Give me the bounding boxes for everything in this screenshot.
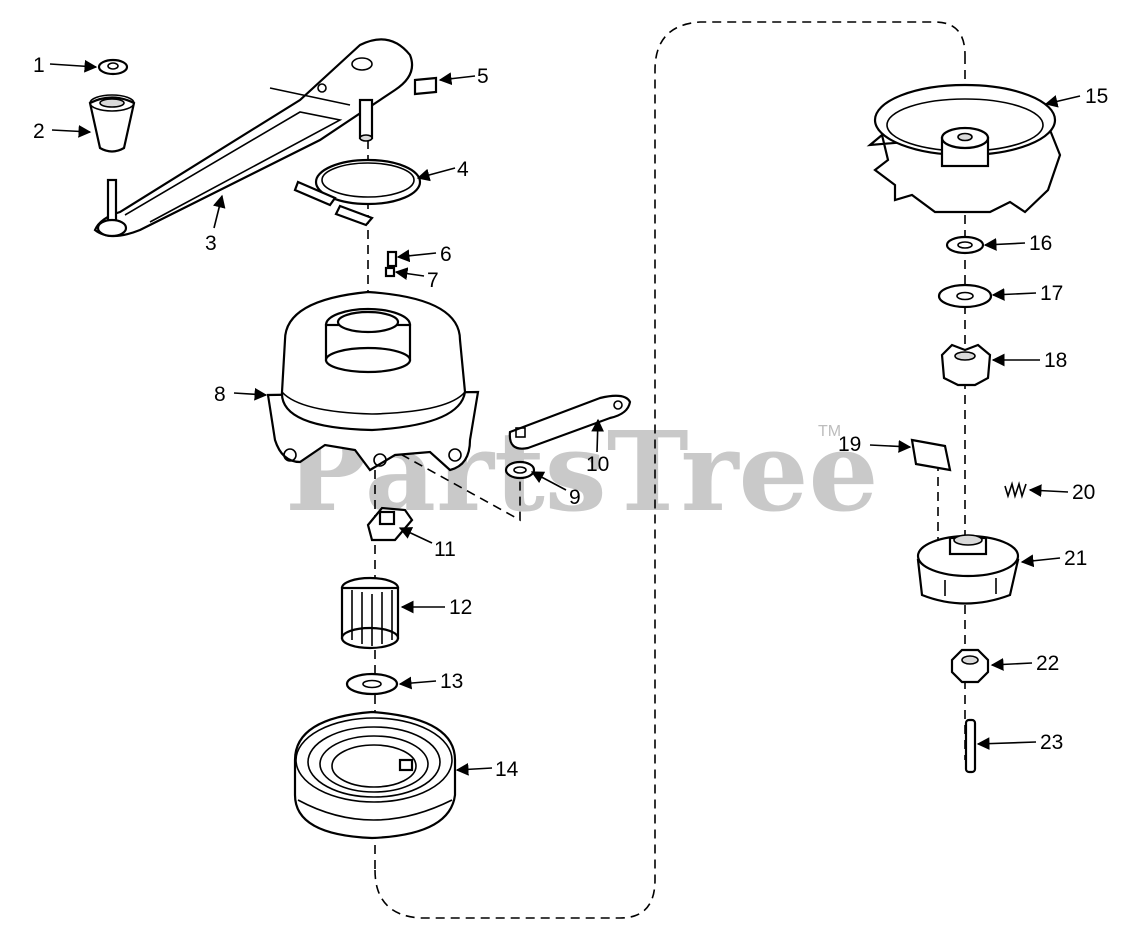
callout-5: 5 — [477, 65, 489, 88]
part-8-starter-housing — [266, 290, 480, 472]
part-22-hex-nut — [950, 648, 990, 684]
part-12-ratchet-sleeve — [340, 576, 400, 650]
part-14-recoil-spring — [293, 710, 457, 840]
callout-labels: 1 2 3 5 4 6 7 8 9 10 11 12 13 14 15 16 1… — [33, 54, 1108, 781]
part-2-knob — [88, 94, 136, 153]
callout-12: 12 — [449, 596, 472, 619]
callout-6: 6 — [440, 243, 452, 266]
part-3-lever-arm — [93, 38, 414, 238]
part-10-pawl-plate — [508, 394, 632, 450]
callout-1: 1 — [33, 54, 45, 77]
part-13-washer — [345, 672, 399, 696]
callout-14: 14 — [495, 758, 519, 781]
callout-2: 2 — [33, 120, 45, 143]
callout-4: 4 — [457, 158, 469, 181]
callout-16: 16 — [1029, 232, 1052, 255]
callout-22: 22 — [1036, 652, 1059, 675]
part-5-key — [413, 76, 438, 96]
part-1-nut — [97, 58, 129, 76]
callout-17: 17 — [1040, 282, 1063, 305]
part-18-hub — [940, 343, 992, 387]
callout-9: 9 — [569, 486, 581, 509]
part-20-spring — [1004, 481, 1027, 499]
callout-19: 19 — [838, 433, 861, 456]
part-4-spring-clip — [293, 158, 422, 227]
callout-3: 3 — [205, 232, 217, 255]
part-15-pulley — [866, 83, 1062, 214]
part-6-pin — [386, 250, 398, 268]
callout-10: 10 — [586, 453, 609, 476]
part-23-pin — [964, 718, 977, 774]
callout-15: 15 — [1085, 85, 1108, 108]
part-19-brake — [910, 438, 952, 472]
part-21-retainer-cup — [916, 534, 1020, 605]
callout-11: 11 — [434, 538, 456, 561]
callout-8: 8 — [214, 383, 226, 406]
callout-7: 7 — [427, 269, 439, 292]
part-16-washer — [945, 235, 985, 255]
callout-20: 20 — [1072, 481, 1095, 504]
part-7-pin — [384, 266, 396, 278]
watermark-trademark: TM — [818, 423, 841, 440]
callout-23: 23 — [1040, 731, 1063, 754]
callout-13: 13 — [440, 670, 463, 693]
callout-21: 21 — [1064, 547, 1087, 570]
callout-18: 18 — [1044, 349, 1067, 372]
leader-arrows — [49, 59, 1081, 776]
part-17-washer — [937, 283, 993, 309]
part-9-washer — [504, 460, 536, 480]
